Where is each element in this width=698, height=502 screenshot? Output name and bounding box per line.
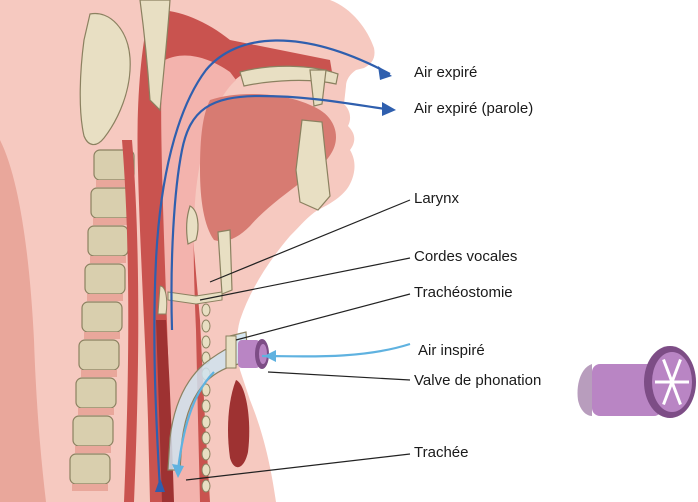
- intervertebral-disc: [72, 484, 108, 491]
- label-air-expire-parole: Air expiré (parole): [414, 100, 533, 118]
- tube-flange: [226, 336, 236, 368]
- tracheal-ring: [202, 336, 210, 348]
- label-air-expire: Air expiré: [414, 64, 477, 82]
- phonation-valve: [238, 339, 269, 369]
- tracheal-ring: [202, 464, 210, 476]
- tracheal-ring: [202, 448, 210, 460]
- intervertebral-disc: [87, 294, 123, 301]
- label-cordes-vocales: Cordes vocales: [414, 248, 517, 266]
- label-trachee: Trachée: [414, 444, 468, 462]
- intervertebral-disc: [90, 256, 126, 263]
- vertebra: [88, 226, 128, 256]
- intervertebral-disc: [78, 408, 114, 415]
- vertebra: [79, 340, 119, 370]
- tracheal-ring: [202, 480, 210, 492]
- tracheal-ring: [202, 416, 210, 428]
- label-air-inspire: Air inspiré: [418, 342, 485, 360]
- valve-closeup-illustration: [578, 346, 696, 418]
- vertebra: [91, 188, 131, 218]
- label-tracheostomie: Trachéostomie: [414, 284, 513, 302]
- vertebra: [73, 416, 113, 446]
- intervertebral-disc: [93, 218, 129, 225]
- intervertebral-disc: [81, 370, 117, 377]
- exhale-arrowhead-mouth: [382, 102, 396, 116]
- tracheal-ring: [202, 320, 210, 332]
- inhale-arrow: [262, 344, 410, 356]
- tracheal-ring: [202, 432, 210, 444]
- intervertebral-disc: [75, 446, 111, 453]
- vertebra: [85, 264, 125, 294]
- vertebra: [70, 454, 110, 484]
- valve-face: [259, 344, 267, 364]
- closeup-neck: [578, 364, 592, 416]
- vertebra: [82, 302, 122, 332]
- leader-valve: [268, 372, 410, 380]
- leader-tracheostomie: [236, 294, 410, 340]
- tracheal-ring: [202, 400, 210, 412]
- intervertebral-disc: [84, 332, 120, 339]
- label-larynx: Larynx: [414, 190, 459, 208]
- label-valve-phonation: Valve de phonation: [414, 372, 541, 390]
- vertebra: [76, 378, 116, 408]
- tracheal-ring: [202, 304, 210, 316]
